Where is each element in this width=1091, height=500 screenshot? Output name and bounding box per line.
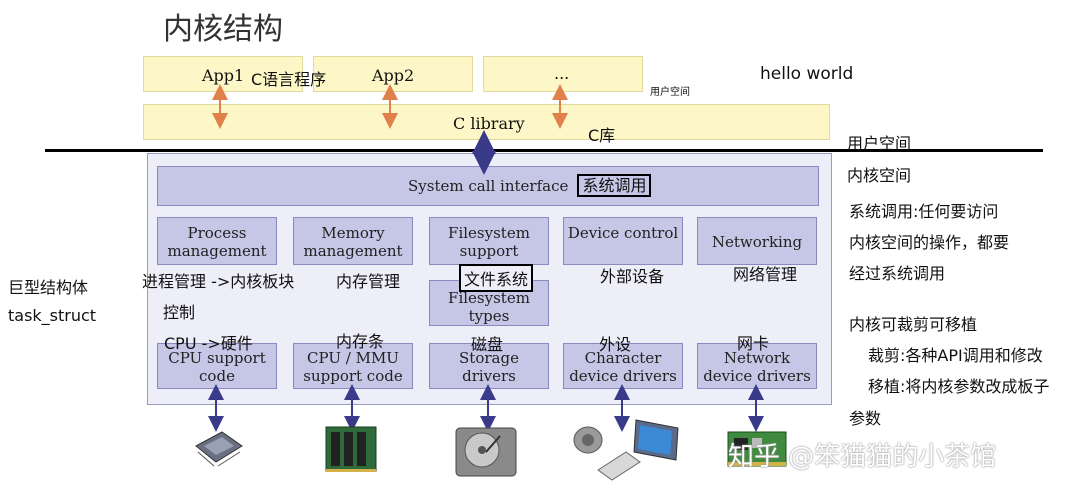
watermark: 知乎 @笨猫猫的小茶馆: [728, 442, 997, 472]
right-note-4: 内核可裁剪可移植: [849, 315, 978, 334]
process-extra-annotation: 控制: [163, 303, 196, 322]
nic-annotation: 网卡: [737, 334, 770, 353]
right-note-5: 裁剪:各种API调用和修改: [868, 346, 1043, 365]
cpu-chip-icon: [195, 431, 243, 467]
memory-module-icon: [325, 426, 377, 472]
app1-label: App1: [202, 66, 245, 85]
hard-disk-icon: [455, 427, 517, 477]
networking-annotation: 网络管理: [733, 265, 798, 284]
network-card-icon: [727, 431, 787, 467]
filesystem-annotation: 文件系统: [459, 264, 534, 292]
hello-world-note: hello world: [760, 64, 854, 84]
app3-label: ...: [554, 64, 570, 83]
speaker-monitor-keyboard-icon: [573, 419, 679, 481]
system-call-label-row: System call interface 系统调用: [408, 172, 652, 197]
right-note-3: 经过系统调用: [849, 264, 946, 283]
diagram-title: 内核结构: [163, 12, 283, 47]
system-call-label: System call interface: [408, 177, 569, 195]
device-control-box: Device control: [563, 217, 683, 265]
networking-box: Networking: [697, 217, 817, 265]
filesystem-support-box: Filesystem support: [429, 217, 549, 265]
right-note-6: 移植:将内核参数改成板子: [868, 377, 1050, 396]
device-annotation: 外部设备: [600, 267, 665, 286]
cpu-mmu-support-code-box: CPU / MMU support code: [293, 343, 413, 389]
memory-stick-annotation: 内存条: [336, 332, 385, 351]
peripheral-annotation: 外设: [599, 335, 632, 354]
user-space-label: 用户空间: [847, 134, 912, 153]
user-kernel-divider: [45, 149, 1043, 152]
app1-annotation: C语言程序: [251, 70, 327, 89]
app2-label: App2: [372, 66, 415, 85]
kernel-space-label: 内核空间: [847, 166, 912, 185]
process-management-box: Process management: [157, 217, 277, 265]
storage-drivers-box: Storage drivers: [429, 343, 549, 389]
right-note-1: 系统调用:任何要访问: [849, 202, 999, 221]
disk-annotation: 磁盘: [471, 335, 504, 354]
left-note-struct: 巨型结构体: [8, 278, 89, 297]
memory-annotation: 内存管理: [336, 272, 401, 291]
right-note-7: 参数: [849, 409, 882, 428]
memory-management-box: Memory management: [293, 217, 413, 265]
cpu-annotation: CPU ->硬件: [164, 334, 253, 353]
user-space-small-label: 用户空间: [650, 87, 690, 98]
c-library-annotation: C库: [588, 126, 616, 145]
character-device-drivers-box: Character device drivers: [563, 343, 683, 389]
c-library-label: C library: [453, 114, 525, 133]
system-call-annotation: 系统调用: [577, 174, 652, 197]
process-annotation: 进程管理 ->内核板块: [142, 272, 295, 291]
network-device-drivers-box: Network device drivers: [697, 343, 817, 389]
left-note-task-struct: task_struct: [8, 306, 97, 325]
right-note-2: 内核空间的操作，都要: [849, 233, 1010, 252]
